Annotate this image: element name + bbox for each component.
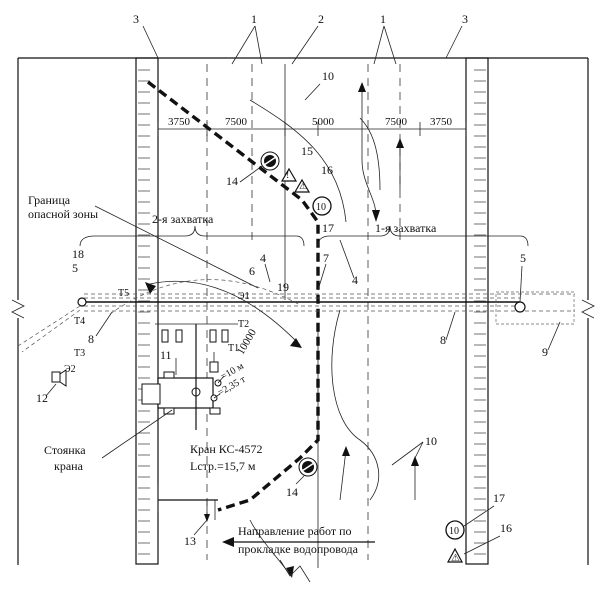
work-direction-arrow: Направление работ по прокладке водопрово… [222,524,375,556]
site-fence [146,80,320,512]
point-T5: Т5 [118,288,129,299]
bottom-break-mark [279,559,311,583]
callout-8-right: 8 [440,333,446,347]
danger-zone-leader [94,205,259,289]
callout-14-upper: 14 [226,174,238,188]
crane-ks4572: =10 м =2,35 т [141,323,248,430]
speed-limit-lower-text: 10 [449,526,459,537]
callout-10-top: 10 [322,69,334,83]
svg-text:!: ! [286,170,289,181]
callout-1-left: 1 [251,12,257,26]
sign-no-entry-lower [298,457,318,477]
callout-7: 7 [323,251,329,265]
callout-19: 19 [277,280,289,294]
point-T2: Т2 [238,319,249,330]
callout-13: 13 [184,534,196,548]
left-break-mark [11,299,25,319]
callout-5-left: 5 [72,261,78,275]
dim-3750-left: 3750 [168,116,191,128]
callout-14-lower: 14 [286,485,298,499]
radius-label: 10000 [235,327,259,357]
sign-roadworks-lower: ⚠ [446,547,464,564]
speed-limit-upper-text: 10 [316,202,326,213]
crane-parking-label-2: крана [54,459,84,473]
callout-16-lower: 16 [500,521,512,535]
callout-5-right: 5 [520,251,526,265]
callout-15: 15 [301,144,313,158]
direction-label-2: прокладке водопровода [238,542,359,556]
callout-6: 6 [249,264,255,278]
dim-7500-left: 7500 [225,116,248,128]
crane-parking-label-1: Стоянка [44,443,86,457]
point-T4: Т4 [74,316,85,327]
point-T1: Т1 [228,343,239,354]
dim-7500-right: 7500 [385,116,408,128]
callout-1-right: 1 [380,12,386,26]
callout-3-right: 3 [462,12,468,26]
callout-8-left: 8 [88,332,94,346]
right-break-mark [581,299,595,319]
grip-1-brace: 1-я захватка [317,221,529,247]
crane-parking-leader [101,409,173,459]
dim-3750-right: 3750 [430,116,453,128]
callout-17-lower: 17 [493,491,505,505]
sign-roadworks-16: ⚠ [293,178,311,193]
crane-boom-label: Lстр.=15,7 м [190,459,256,473]
pipeline-trench [17,291,575,353]
callout-16-upper: 16 [321,163,333,177]
point-E2: Э2 [64,364,76,375]
point-E1: Э1 [238,291,250,302]
dimension-line: 3750 7500 5000 7500 3750 [157,116,467,136]
grip-2-label: 2-я захватка [152,212,214,226]
traffic-arrows-upper: 10 [249,69,404,223]
callout-3-left: 3 [133,12,139,26]
danger-zone-label-2: опасной зоны [28,207,98,221]
callout-2: 2 [318,12,324,26]
sign-no-entry-upper [260,151,280,171]
callout-12: 12 [36,391,48,405]
sign-speed-limit-lower: 10 [445,520,465,540]
danger-zone-label-1: Граница [28,193,71,207]
direction-label-1: Направление работ по [238,524,352,538]
site-entrance-13: 13 [184,500,216,548]
crane-model-label: Кран КС-4572 [190,442,262,456]
top-callouts: 3 1 2 1 3 [133,12,468,65]
sign-speed-limit-upper: 10 [312,196,332,216]
svg-text:⚠: ⚠ [299,181,308,192]
callout-10-lower: 10 [425,434,437,448]
sign-warning-15: ! [280,167,298,182]
callout-11: 11 [160,348,172,362]
point-T3: Т3 [74,348,85,359]
callout-4-right: 4 [352,273,358,287]
dim-5000: 5000 [312,116,335,128]
grip-2-brace: 2-я захватка [79,212,305,247]
callout-4-left: 4 [260,251,266,265]
callout-9: 9 [542,345,548,359]
svg-text:⚠: ⚠ [451,553,460,564]
floodlight-12 [51,369,67,387]
callout-18: 18 [72,247,84,261]
grip-1-label: 1-я захватка [375,221,437,235]
callout-17-upper: 17 [322,221,334,235]
